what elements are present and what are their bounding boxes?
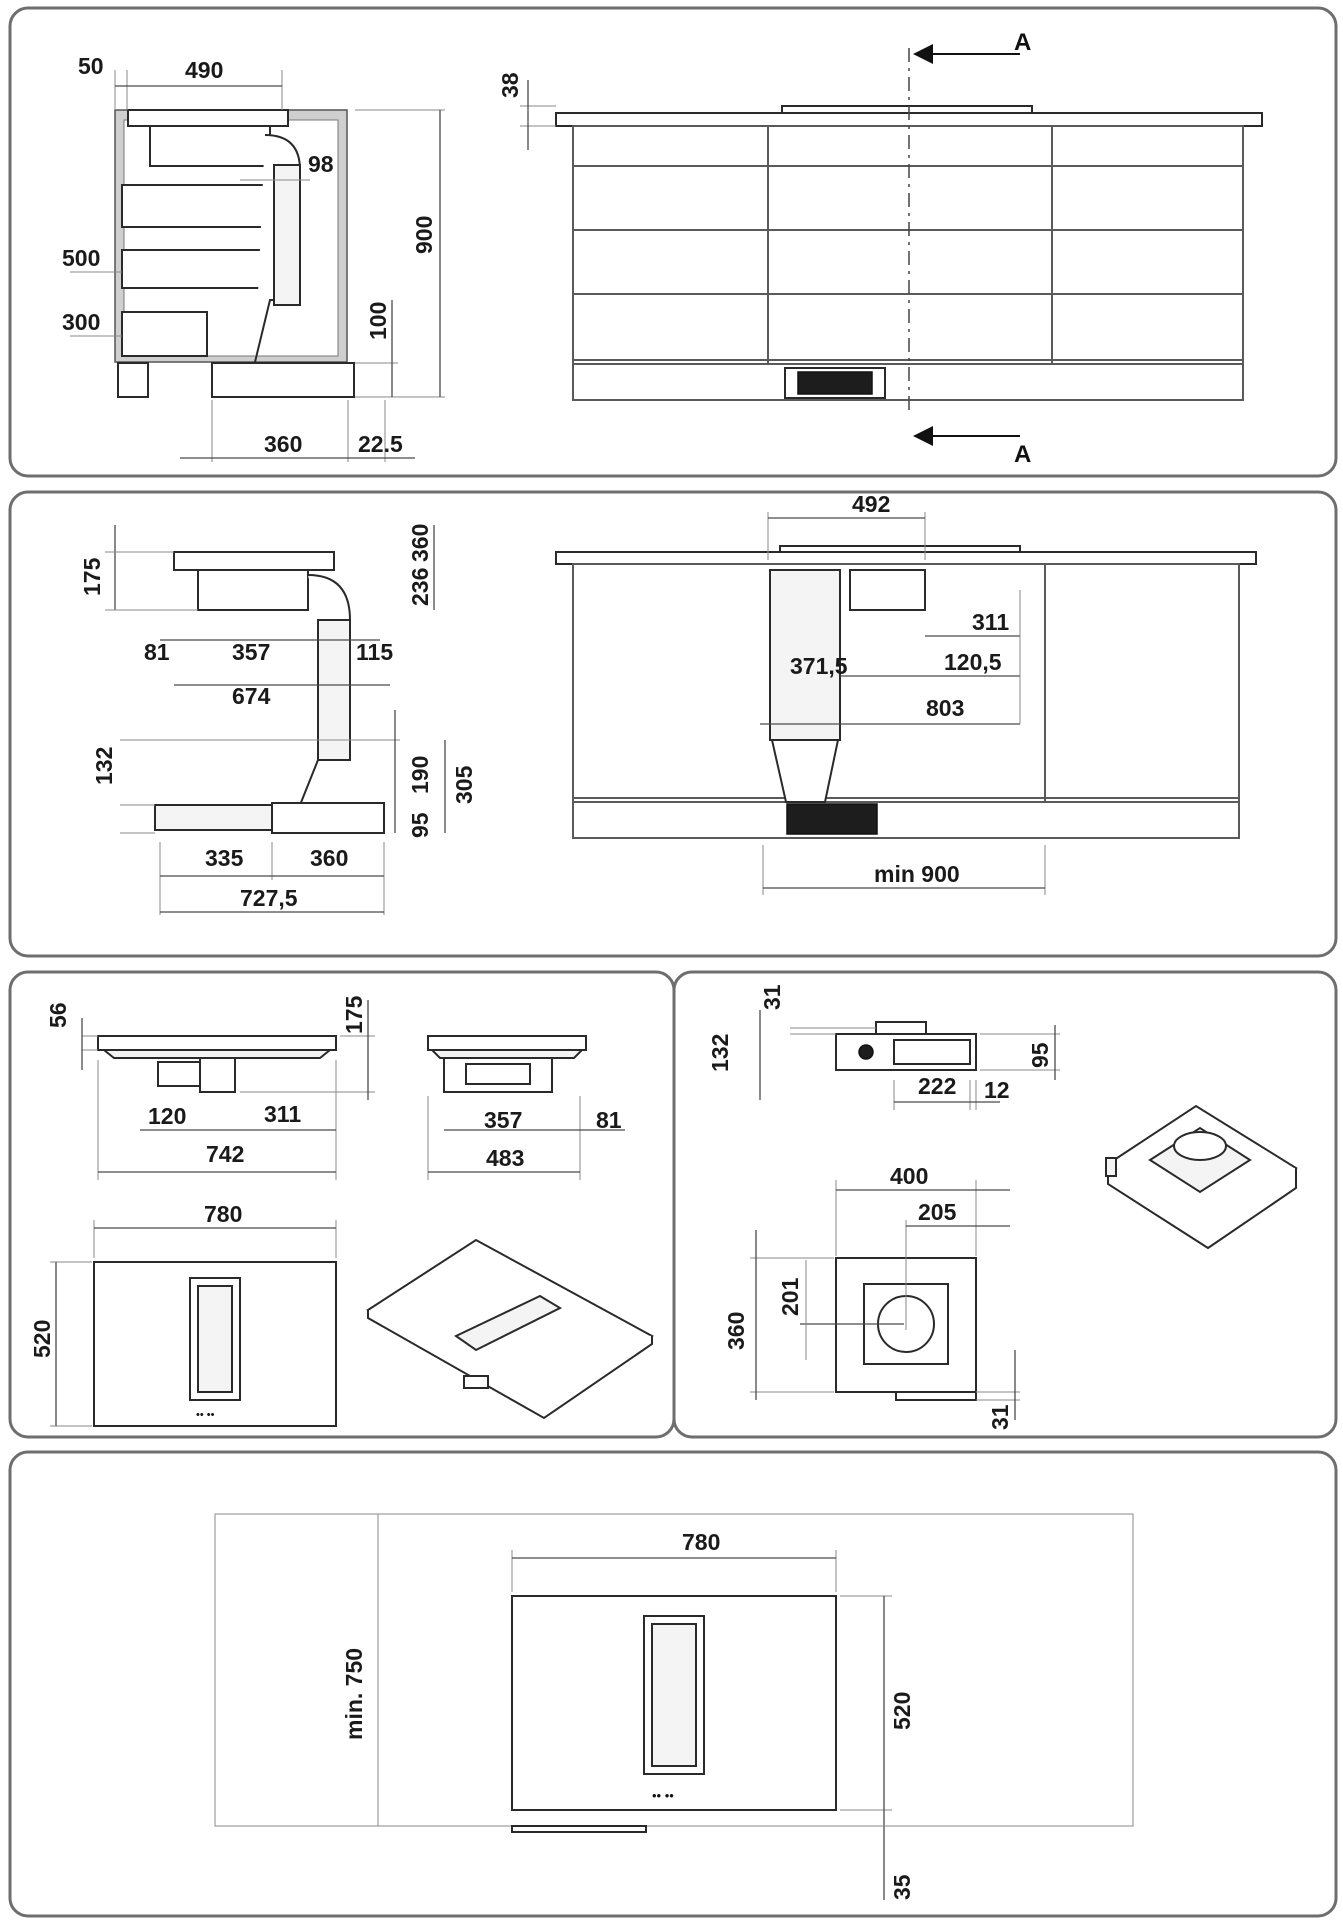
front-elevation-view: [520, 44, 1263, 446]
dim-201: 201: [777, 1277, 803, 1316]
dim-335: 335: [205, 845, 244, 871]
motor-top-view: [750, 1180, 1020, 1420]
dim-12: 12: [984, 1077, 1010, 1103]
dim-360: 360: [264, 431, 302, 457]
hob-front-view: [427, 1035, 625, 1180]
dim-311: 311: [972, 609, 1009, 635]
svg-text:•• ••: •• ••: [652, 1788, 674, 1803]
dim-300: 300: [62, 309, 100, 335]
dim-31-motor-bottom: 31: [987, 1404, 1013, 1430]
dim-120: 120: [148, 1103, 186, 1129]
dim-674: 674: [232, 683, 271, 709]
section-label-a-bottom: A: [1014, 441, 1031, 468]
hob-isometric-view: [366, 1238, 654, 1420]
dim-500: 500: [62, 245, 100, 271]
dim-98: 98: [308, 151, 334, 177]
hob-top-view: •• ••: [50, 1220, 337, 1427]
dim-min-900: min 900: [874, 861, 960, 887]
dim-50: 50: [78, 53, 104, 79]
dim-780: 780: [204, 1201, 242, 1227]
dim-520: 520: [29, 1320, 55, 1358]
dim-115: 115: [356, 639, 393, 665]
section-label-a-top: A: [1014, 29, 1031, 56]
dim-35: 35: [889, 1874, 915, 1900]
panel-cutout-worktop: •• •• 780 min. 750 520 35: [8, 1450, 1338, 1918]
dim-132-motor: 132: [707, 1034, 733, 1072]
duct-side-view: [105, 525, 446, 915]
dim-132: 132: [91, 747, 117, 785]
dim-95: 95: [407, 812, 433, 838]
dim-742: 742: [206, 1141, 244, 1167]
dim-222: 222: [918, 1073, 956, 1099]
dim-175: 175: [79, 557, 105, 596]
dim-81: 81: [144, 639, 170, 665]
dim-371-5: 371,5: [790, 653, 848, 679]
motor-side-view: [759, 1010, 1060, 1110]
dim-31-motor-top: 31: [759, 984, 785, 1010]
dim-190: 190: [407, 756, 433, 794]
dim-81-hob: 81: [596, 1107, 622, 1133]
svg-text:•• ••: •• ••: [196, 1409, 215, 1421]
panel-hob-dimensions: •• •• 56 175 120 311 742 357 81 483 780 …: [8, 970, 676, 1439]
dim-483: 483: [486, 1145, 524, 1171]
dim-400: 400: [890, 1163, 928, 1189]
dim-305: 305: [451, 765, 477, 804]
duct-front-view: [555, 512, 1257, 895]
dim-min-750: min. 750: [341, 1648, 367, 1740]
dim-360-b: 360: [310, 845, 348, 871]
side-section-view: [70, 70, 445, 462]
dim-100: 100: [365, 302, 391, 340]
panel-motor-dimensions: 31 132 95 222 12 400 205 360 201 31: [672, 970, 1338, 1439]
dim-120-5: 120,5: [944, 649, 1002, 675]
dim-38: 38: [497, 72, 523, 98]
dim-490: 490: [185, 57, 223, 83]
dim-175-hob: 175: [341, 995, 367, 1034]
dim-803: 803: [926, 695, 964, 721]
panel-cabinet-installation: A A 50 490 98 500 300 900 100 38 360 22.…: [8, 6, 1338, 478]
hob-side-view: [81, 1000, 375, 1180]
dim-520-cutout: 520: [889, 1692, 915, 1730]
dim-727-5: 727,5: [240, 885, 298, 911]
dim-95-motor: 95: [1027, 1042, 1053, 1068]
dim-492: 492: [852, 491, 890, 517]
dim-205: 205: [918, 1199, 957, 1225]
dim-780-cutout: 780: [682, 1529, 720, 1555]
dim-357: 357: [232, 639, 270, 665]
panel-duct-routing: 175 236 360 81 357 115 674 132 190 305 9…: [8, 490, 1338, 958]
dim-360-a: 360: [407, 524, 433, 562]
dim-311-hob: 311: [264, 1101, 301, 1127]
dim-22-5: 22.5: [358, 431, 403, 457]
dim-360-motor: 360: [723, 1312, 749, 1350]
dim-900: 900: [411, 216, 437, 254]
motor-isometric-view: [1105, 1104, 1298, 1250]
dim-56: 56: [45, 1002, 71, 1028]
worktop-top-view: •• ••: [214, 1513, 1134, 1900]
dim-357-hob: 357: [484, 1107, 522, 1133]
dim-236: 236: [407, 568, 433, 606]
